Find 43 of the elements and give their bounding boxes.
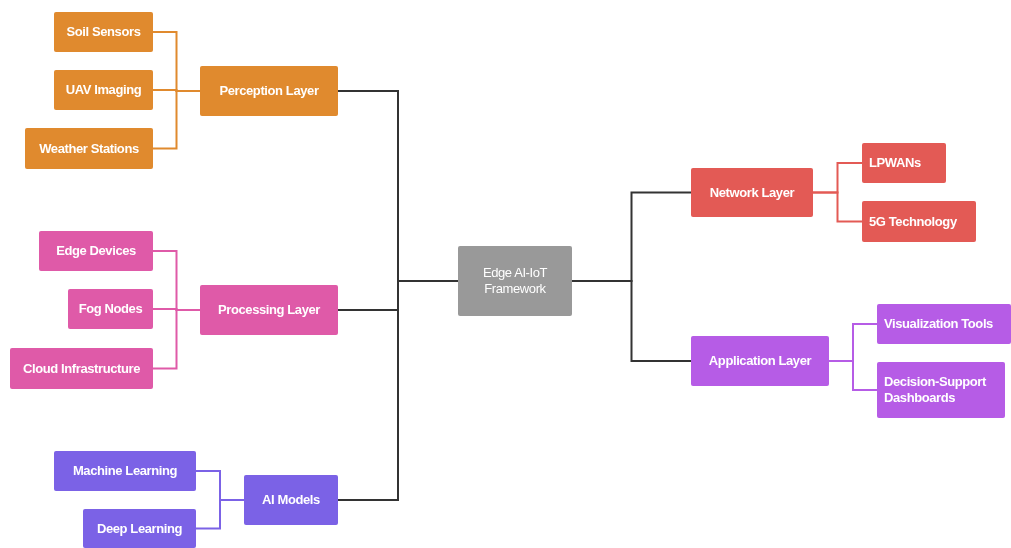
leaf-box bbox=[54, 451, 196, 491]
leaf-box bbox=[25, 128, 153, 169]
node-label: Visualization Tools bbox=[884, 316, 993, 332]
connector-line bbox=[337, 280, 459, 501]
leaf-box bbox=[877, 304, 1011, 344]
leaf-box bbox=[862, 143, 946, 183]
node-label: UAV Imaging bbox=[65, 82, 142, 98]
layer-box bbox=[691, 168, 813, 217]
node-label: Weather Stations bbox=[39, 140, 139, 157]
node-label: 5G Technology bbox=[869, 213, 957, 230]
node-label: Deep Learning bbox=[96, 520, 183, 537]
layer-box bbox=[200, 66, 338, 116]
node-label: AI Models bbox=[262, 492, 320, 508]
node-label: Network Layer bbox=[709, 184, 795, 201]
node-label: Cloud Infrastructure bbox=[23, 360, 140, 377]
connector-line bbox=[571, 280, 692, 362]
node-label: Perception Layer bbox=[219, 83, 319, 99]
layer-box bbox=[691, 336, 829, 386]
node-label: LPWANs bbox=[869, 155, 921, 171]
node-label: Edge AI-IoT Framework bbox=[481, 265, 549, 297]
node-label: Decision-Support Dashboards bbox=[884, 374, 987, 406]
connector-line bbox=[195, 499, 245, 530]
node-label: Application Layer bbox=[708, 353, 812, 369]
leaf-box bbox=[10, 348, 153, 389]
node-label: Machine Learning bbox=[72, 463, 178, 479]
leaf-box bbox=[83, 509, 196, 548]
leaf-box bbox=[54, 70, 153, 110]
node-label: Soil Sensors bbox=[66, 24, 141, 40]
layer-box bbox=[200, 285, 338, 335]
node-label: Fog Nodes bbox=[78, 301, 143, 317]
node-label: Processing Layer bbox=[218, 302, 320, 318]
leaf-box bbox=[54, 12, 153, 52]
leaf-box bbox=[862, 201, 976, 242]
connector-line bbox=[152, 90, 201, 150]
leaf-box bbox=[39, 231, 153, 271]
leaf-box bbox=[68, 289, 153, 329]
root-box bbox=[458, 246, 572, 316]
connector-line bbox=[812, 191, 863, 223]
connector-line bbox=[828, 360, 878, 391]
connector-line bbox=[152, 309, 201, 370]
layer-box bbox=[244, 475, 338, 525]
node-label: Edge Devices bbox=[56, 243, 136, 259]
leaf-box bbox=[877, 362, 1005, 418]
